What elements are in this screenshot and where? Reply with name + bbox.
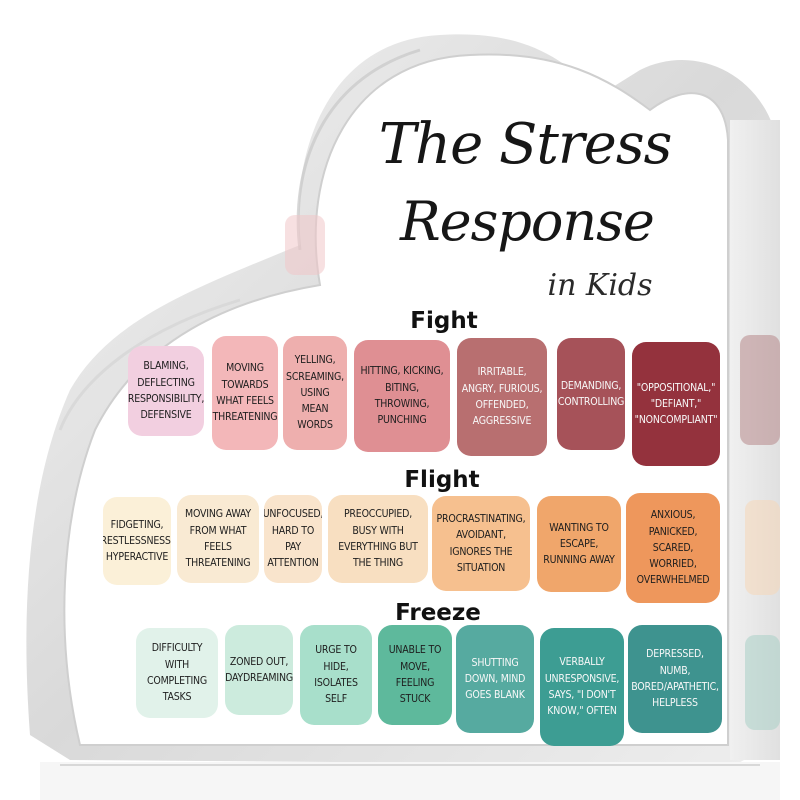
flight-card-5: Procrastinating, avoidant, ignores the s… [432, 496, 530, 591]
fight-card-2: Moving towards what feels threatening [212, 336, 278, 450]
fight-card-1: Blaming, deflecting responsibility, defe… [128, 346, 204, 436]
freeze-card-6: Verbally unresponsive, says, "I don't kn… [540, 628, 624, 746]
fight-card-7: "Oppositional," "defiant," "noncompliant… [632, 342, 720, 466]
section-title-freeze: Freeze [395, 600, 481, 626]
section-title-fight: Fight [410, 308, 478, 334]
fight-card-6: Demanding, controlling [557, 338, 625, 450]
ghost-card [745, 500, 780, 595]
page-title-line2: Response [400, 190, 655, 253]
freeze-card-7: Depressed, numb, bored/apathetic, helple… [628, 625, 722, 733]
freeze-card-3: Urge to hide, isolates self [300, 625, 372, 725]
ghost-card [285, 215, 325, 275]
freeze-card-1: Difficulty with completing tasks [136, 628, 218, 718]
fight-card-5: Irritable, angry, furious, offended, agg… [457, 338, 547, 456]
flight-card-3: Unfocused, hard to pay attention [264, 495, 322, 583]
ghost-card [745, 635, 780, 730]
flight-card-2: Moving away from what feels threatening [177, 495, 259, 583]
freeze-card-5: Shutting down, mind goes blank [456, 625, 534, 733]
flight-card-4: Preoccupied, busy with everything but th… [328, 495, 428, 583]
page-title: The Stress [378, 112, 673, 177]
freeze-card-4: Unable to move, feeling stuck [378, 625, 452, 725]
section-title-flight: Flight [404, 467, 480, 493]
page-subtitle: in Kids [547, 268, 653, 303]
flight-card-7: Anxious, panicked, scared, worried, over… [626, 493, 720, 603]
flight-card-6: Wanting to escape, running away [537, 496, 621, 592]
ghost-card [740, 335, 780, 445]
flight-card-1: Fidgeting, restlessness, hyperactive [103, 497, 171, 585]
freeze-card-2: Zoned out, daydreaming [225, 625, 293, 715]
fight-card-4: Hitting, kicking, biting, throwing, punc… [354, 340, 450, 452]
fight-card-3: Yelling, screaming, using mean words [283, 336, 347, 450]
